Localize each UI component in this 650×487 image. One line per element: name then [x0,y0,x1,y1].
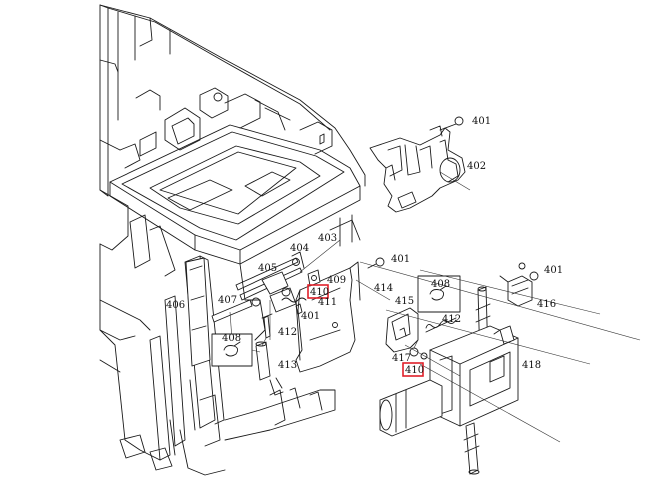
label-403: 403 [318,233,337,244]
screw-401-middle [367,257,385,269]
label-410-b: 410 [405,365,424,376]
label-418: 418 [522,360,541,371]
highlight-box-410-a [307,284,329,299]
label-405: 405 [258,263,277,274]
valve-subassembly-left [211,239,341,396]
label-414: 414 [374,283,393,294]
label-410-a: 410 [310,287,329,298]
label-408-right: 408 [431,279,450,290]
part-labels: 401 402 403 404 405 406 407 409 410 401 … [166,116,563,376]
bracket-plate-414 [295,261,361,373]
label-404: 404 [290,243,309,254]
valve-block-418 [379,286,519,475]
label-401-right: 401 [544,265,563,276]
alignment-lines [355,171,641,443]
bracket-402 [369,116,466,213]
label-416: 416 [537,299,556,310]
side-panel-406 [185,257,211,367]
highlight-box-410-b [402,362,424,377]
label-402: 402 [467,161,486,172]
bracket-416 [499,262,539,307]
label-417: 417 [392,353,411,364]
label-409: 409 [327,275,346,286]
callout-box-408-right [417,275,461,313]
label-411: 411 [318,297,337,308]
main-housing-frame [99,4,366,476]
label-401-mid-left: 401 [301,311,320,322]
callout-box-408-left [211,333,261,367]
label-415: 415 [395,296,414,307]
label-412-right: 412 [442,314,461,325]
label-408-left: 408 [222,333,241,344]
label-413: 413 [278,360,297,371]
label-406: 406 [166,300,185,311]
label-412-left: 412 [278,327,297,338]
label-401-mid: 401 [391,254,410,265]
label-401-top: 401 [472,116,491,127]
label-407: 407 [218,295,237,306]
